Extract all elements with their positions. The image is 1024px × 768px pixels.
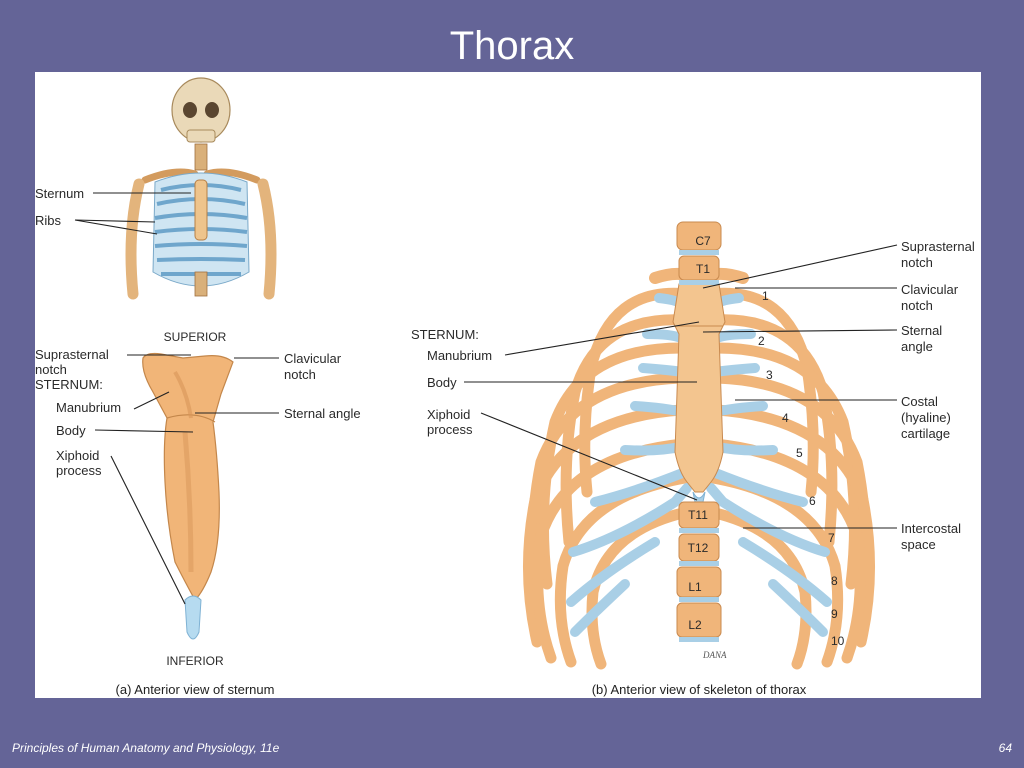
panel-b-thorax: C7 T1 T11 T12 L1 L2 1 2 3 4 5 6 7 8 9 10…: [411, 221, 975, 697]
thorax-illustration: Sternum Ribs SUPERIOR INFERIOR Supraster…: [35, 77, 975, 697]
label-superior: SUPERIOR: [164, 330, 227, 344]
label-b-sternal-angle-2: angle: [901, 339, 933, 354]
label-a-clavicular-2: notch: [284, 367, 316, 382]
rib-number-3: 3: [766, 368, 773, 382]
label-ribs: Ribs: [35, 213, 62, 228]
label-b-sternum-heading: STERNUM:: [411, 327, 479, 342]
rib-number-6: 6: [809, 494, 816, 508]
label-a-suprasternal-2: notch: [35, 362, 67, 377]
vertebra-t1: T1: [696, 262, 710, 276]
label-b-costal-2: (hyaline): [901, 410, 951, 425]
label-a-clavicular-1: Clavicular: [284, 351, 342, 366]
vertebra-l2: L2: [688, 618, 702, 632]
label-b-intercostal-2: space: [901, 537, 936, 552]
rib-number-10: 10: [831, 634, 845, 648]
vertebra-t12: T12: [688, 541, 709, 555]
label-b-manubrium: Manubrium: [427, 348, 492, 363]
label-a-xiphoid-2: process: [56, 463, 102, 478]
vertebra-t11: T11: [688, 508, 708, 522]
skeleton-inset: Sternum Ribs: [35, 77, 277, 300]
artist-signature: DANA: [702, 650, 727, 660]
rib-number-2: 2: [758, 334, 765, 348]
label-b-clavicular-2: notch: [901, 298, 933, 313]
rib-number-8: 8: [831, 574, 838, 588]
thorax-figure: Sternum Ribs SUPERIOR INFERIOR Supraster…: [35, 72, 981, 698]
label-inferior: INFERIOR: [166, 654, 224, 668]
label-a-sternal-angle: Sternal angle: [284, 406, 361, 421]
slide-title: Thorax: [449, 24, 575, 68]
xiphoid-cartilage: [184, 595, 202, 640]
sternum-b: [672, 279, 726, 493]
label-b-body: Body: [427, 375, 457, 390]
label-b-costal-3: cartilage: [901, 426, 950, 441]
label-b-intercostal-1: Intercostal: [901, 521, 961, 536]
rib-number-7: 7: [828, 531, 835, 545]
rib-number-4: 4: [782, 411, 789, 425]
vertebral-column: [676, 221, 722, 642]
label-sternum: Sternum: [35, 186, 84, 201]
rib-number-1: 1: [762, 289, 769, 303]
rib-number-9: 9: [831, 607, 838, 621]
label-b-xiphoid-2: process: [427, 422, 473, 437]
label-a-sternum-heading: STERNUM:: [35, 377, 103, 392]
label-b-suprasternal-2: notch: [901, 255, 933, 270]
label-a-suprasternal-1: Suprasternal: [35, 347, 109, 362]
label-b-clavicular-1: Clavicular: [901, 282, 959, 297]
rib-number-5: 5: [796, 446, 803, 460]
vertebra-l1: L1: [688, 580, 702, 594]
vertebra-c7: C7: [695, 234, 711, 248]
label-a-body: Body: [56, 423, 86, 438]
panel-a-sternum: SUPERIOR INFERIOR Suprasternal notch STE…: [35, 330, 361, 697]
label-b-xiphoid-1: Xiphoid: [427, 407, 470, 422]
label-b-sternal-angle-1: Sternal: [901, 323, 942, 338]
footer-page-number: 64: [998, 741, 1012, 755]
label-b-suprasternal-1: Suprasternal: [901, 239, 975, 254]
label-b-costal-1: Costal: [901, 394, 938, 409]
caption-a: (a) Anterior view of sternum: [116, 682, 275, 697]
label-a-manubrium: Manubrium: [56, 400, 121, 415]
label-a-xiphoid-1: Xiphoid: [56, 448, 99, 463]
caption-b: (b) Anterior view of skeleton of thorax: [592, 682, 807, 697]
footer-book-title: Principles of Human Anatomy and Physiolo…: [12, 741, 280, 755]
